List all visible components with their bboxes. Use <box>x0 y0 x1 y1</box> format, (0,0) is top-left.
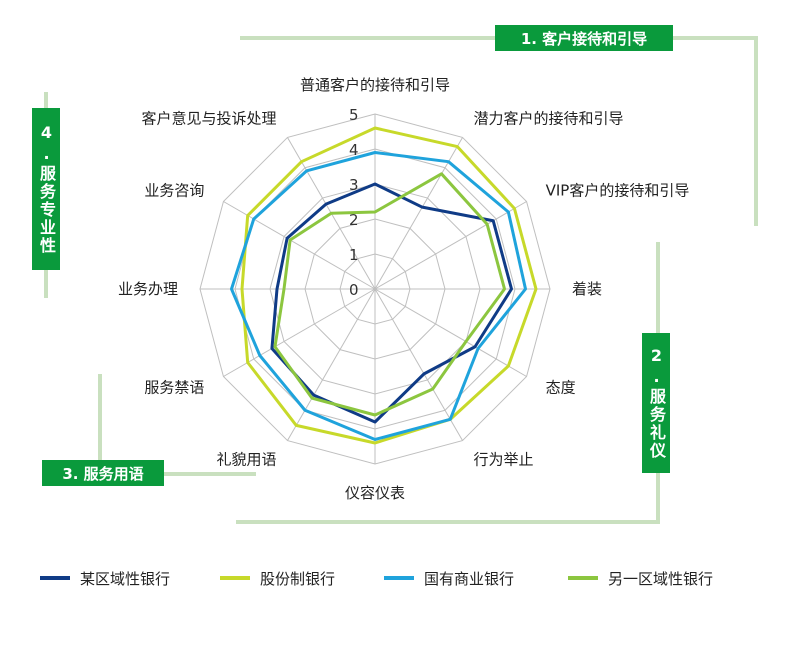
group4-badge: 4.服务专业性 <box>32 108 60 270</box>
axis-label: 着装 <box>572 280 602 298</box>
legend-item: 另一区域性银行 <box>568 566 713 590</box>
legend-label: 另一区域性银行 <box>608 569 714 588</box>
series-line <box>273 172 506 417</box>
axis-label: 态度 <box>546 379 576 397</box>
axis-label: 业务咨询 <box>144 182 204 200</box>
legend-label: 某区域性银行 <box>80 569 171 588</box>
axis-label: 礼貌用语 <box>216 451 276 469</box>
legend-label: 股份制银行 <box>260 569 336 588</box>
axis-label: 仪容仪表 <box>345 484 405 502</box>
radial-ticks: 0 1 2 3 4 5 <box>349 106 359 299</box>
legend-item: 股份制银行 <box>220 566 335 590</box>
series-line <box>240 126 538 445</box>
series-line <box>270 182 513 424</box>
axis-label: VIP客户的接待和引导 <box>546 182 690 200</box>
series-line <box>230 151 527 441</box>
legend-swatch <box>40 576 70 580</box>
grid-spoke <box>374 288 463 441</box>
tick-label: 4 <box>349 141 359 159</box>
group-bracket-line <box>240 36 758 226</box>
axis-label: 行为举止 <box>474 451 534 469</box>
tick-label: 0 <box>349 281 359 299</box>
radar-grid <box>199 113 551 465</box>
chart-legend: 某区域性银行 股份制银行 国有商业银行 另一区域性银行 <box>0 566 810 590</box>
axis-label: 客户意见与投诉处理 <box>141 109 276 127</box>
tick-label: 1 <box>349 246 359 264</box>
axis-label: 服务禁语 <box>144 379 204 397</box>
grid-spoke <box>287 288 376 441</box>
legend-item: 国有商业银行 <box>384 566 514 590</box>
axis-label: 业务办理 <box>118 280 178 298</box>
legend-swatch <box>384 576 414 580</box>
group-bracket-line <box>236 242 660 524</box>
grid-spoke <box>374 201 527 290</box>
axis-label: 普通客户的接待和引导 <box>300 76 450 94</box>
tick-label: 3 <box>349 176 359 194</box>
axis-label: 潜力客户的接待和引导 <box>474 109 624 127</box>
group2-badge: 2.服务礼仪 <box>642 333 670 473</box>
legend-item: 某区域性银行 <box>40 566 170 590</box>
tick-label: 2 <box>349 211 359 229</box>
grid-spoke <box>374 288 527 377</box>
group3-badge: 3. 服务用语 <box>42 460 164 486</box>
group1-badge: 1. 客户接待和引导 <box>495 25 673 51</box>
tick-label: 5 <box>349 106 359 124</box>
legend-swatch <box>220 576 250 580</box>
legend-swatch <box>568 576 598 580</box>
radar-series <box>230 126 538 445</box>
legend-label: 国有商业银行 <box>424 569 515 588</box>
